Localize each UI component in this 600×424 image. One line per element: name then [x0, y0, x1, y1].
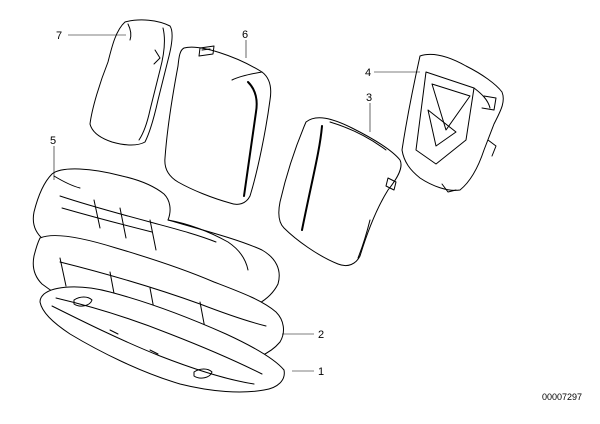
callout-4: 4 [365, 67, 371, 79]
part-4-backrest-frame [401, 53, 504, 193]
callout-1: 1 [318, 366, 324, 378]
callout-5: 5 [50, 135, 56, 147]
callout-labels: 7 6 4 3 5 2 1 00007297 [50, 29, 582, 402]
callout-3: 3 [366, 92, 372, 104]
part-7-side-cover [89, 19, 173, 146]
part-3-backrest-right [278, 117, 402, 267]
callout-2: 2 [318, 329, 324, 341]
part-1-seat-frame [39, 286, 285, 393]
callout-6: 6 [242, 29, 248, 41]
leader-lines [53, 34, 420, 372]
callout-7: 7 [56, 30, 62, 42]
part-6-backrest-left [164, 45, 272, 205]
drawing-id: 00007297 [542, 392, 582, 402]
